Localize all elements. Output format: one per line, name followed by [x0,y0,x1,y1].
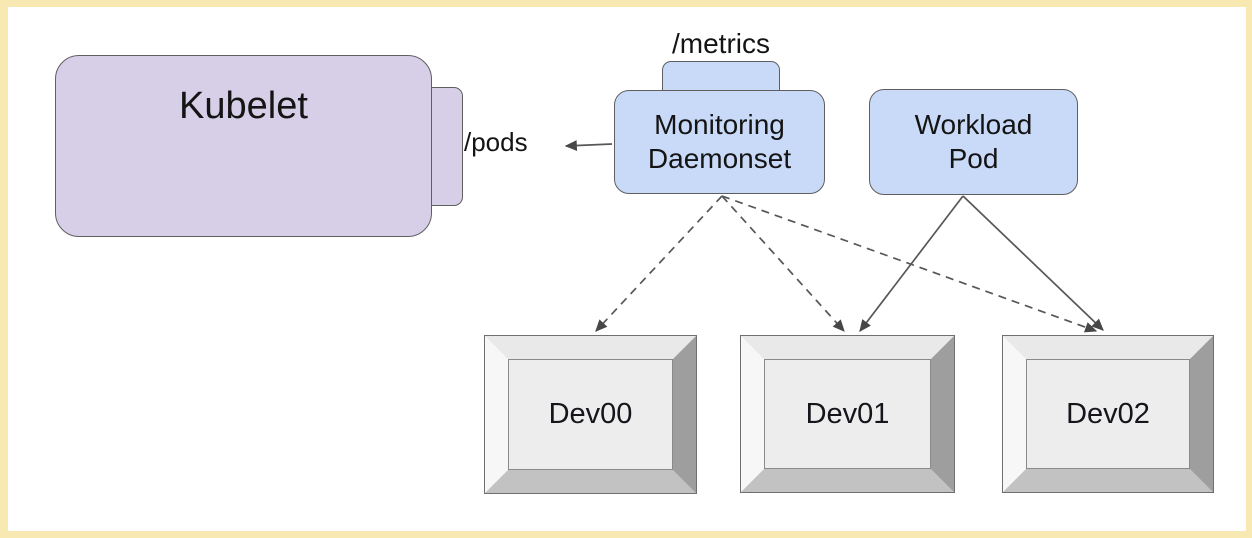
monitoring-daemonset-node: Monitoring Daemonset [614,90,825,194]
edge-workload-to-dev02 [962,195,1104,331]
workload-pod-node: Workload Pod [869,89,1078,195]
workload-pod-label-line1: Workload [914,109,1033,140]
kubelet-node: Kubelet [55,55,432,237]
monitoring-daemonset-label-line2: Daemonset [647,143,792,174]
pods-endpoint-label: /pods [464,127,528,157]
edge-monitoring-to-dev00 [595,195,723,332]
device-dev01-label: Dev01 [805,397,890,430]
metrics-endpoint-label: /metrics [672,28,770,59]
edge-monitoring-to-dev01 [721,195,845,332]
device-dev01-face: Dev01 [764,359,931,469]
edge-workload-to-dev01 [859,195,964,332]
device-node-dev00: Dev00 [484,335,697,494]
monitoring-daemonset-label-line1: Monitoring [654,109,785,140]
device-dev02-label: Dev02 [1066,397,1150,430]
device-node-dev01: Dev01 [740,335,955,493]
device-dev00-label: Dev00 [548,398,633,430]
workload-pod-label-line2: Pod [948,143,999,174]
device-dev00-face: Dev00 [508,359,673,470]
device-node-dev02: Dev02 [1002,335,1214,493]
edge-monitoring-to-pods [564,140,613,151]
edge-monitoring-to-dev02 [721,195,1098,333]
device-dev02-face: Dev02 [1026,359,1190,469]
kubelet-label: Kubelet [179,85,308,127]
